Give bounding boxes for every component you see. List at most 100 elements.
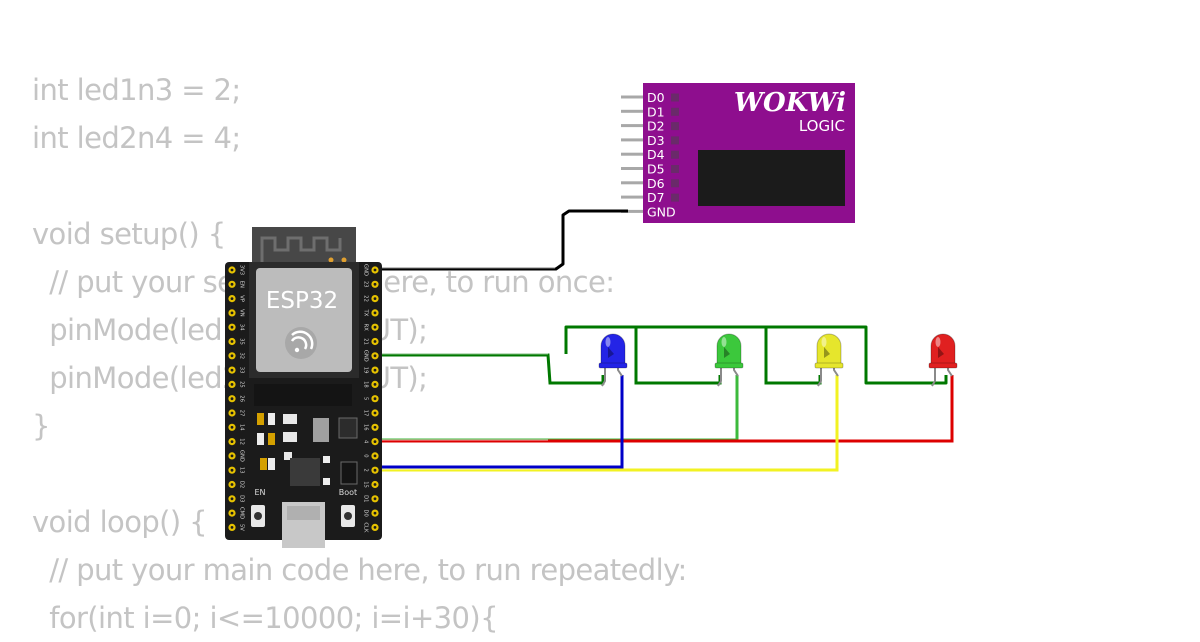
esp32-pin-label: 15 bbox=[363, 481, 369, 488]
esp32-pin-label: CLK bbox=[363, 522, 369, 533]
code-line: for(int i=0; i<=10000; i=i+30){ bbox=[32, 601, 498, 635]
esp32-pin-label: 14 bbox=[239, 424, 245, 431]
analyzer-pin-label: GND bbox=[647, 204, 676, 219]
esp32-pin-label: EN bbox=[239, 281, 245, 288]
analyzer-pin-pad bbox=[671, 179, 679, 188]
antenna-trace bbox=[260, 236, 342, 262]
esp32-pin-label: 5V bbox=[239, 524, 245, 531]
code-line: } bbox=[32, 409, 50, 443]
esp32-pin-label: 25 bbox=[239, 381, 245, 388]
analyzer-pin-leads bbox=[621, 95, 645, 213]
module-can bbox=[256, 268, 352, 372]
analyzer-brand-logo: WOKWi bbox=[734, 88, 846, 118]
esp32-pin-label: GND bbox=[363, 264, 369, 276]
wires bbox=[374, 209, 954, 472]
esp32-pin-label: 19 bbox=[363, 367, 369, 374]
leds bbox=[598, 333, 958, 387]
wire-gnd-green-led3[interactable] bbox=[764, 327, 822, 385]
analyzer-pin-label: D1 bbox=[647, 104, 665, 119]
esp32-pin-label: 3V3 bbox=[239, 265, 245, 275]
boot-button-label: Boot bbox=[339, 488, 357, 497]
esp32-pin-label: 13 bbox=[239, 467, 245, 474]
analyzer-pin-label: D3 bbox=[647, 133, 665, 148]
esp32-pin-label: 27 bbox=[239, 410, 245, 417]
analyzer-pin-pad bbox=[671, 93, 679, 102]
code-line: int led1n3 = 2; bbox=[32, 73, 241, 107]
analyzer-pin-pad bbox=[671, 165, 679, 173]
esp32-pin-label: D3 bbox=[239, 495, 245, 502]
esp32-pin-label: VN bbox=[239, 309, 245, 317]
analyzer-pin-label: D7 bbox=[647, 190, 665, 205]
esp32-pin-label: 12 bbox=[239, 438, 245, 445]
esp32-pin-label: GND bbox=[363, 350, 369, 362]
esp32-pin-label: 23 bbox=[363, 281, 369, 288]
espressif-logo-icon bbox=[285, 327, 317, 359]
led-blue[interactable] bbox=[598, 333, 628, 387]
usb-uart-chip bbox=[290, 458, 320, 486]
esp32-pin-label: CMD bbox=[239, 507, 245, 519]
wire-gnd-black[interactable] bbox=[374, 209, 628, 271]
wire-gnd-green-led2[interactable] bbox=[634, 327, 722, 385]
analyzer-pin-pad bbox=[671, 193, 679, 202]
analyzer-pin-lead[interactable] bbox=[621, 152, 645, 156]
analyzer-pin-lead[interactable] bbox=[621, 124, 645, 128]
led-yellow[interactable] bbox=[814, 333, 844, 387]
en-button-label: EN bbox=[254, 488, 265, 497]
analyzer-pin-label: D5 bbox=[647, 162, 665, 177]
esp32-label: ESP32 bbox=[266, 288, 338, 314]
esp32-pin-label: TX bbox=[363, 309, 369, 317]
analyzer-pin-lead[interactable] bbox=[621, 195, 645, 199]
analyzer-pin-pads bbox=[671, 93, 679, 202]
code-line: int led2n4 = 4; bbox=[32, 121, 241, 155]
analyzer-pin-pad bbox=[671, 122, 679, 131]
esp32-pin-labels: 3V3ENVPVN343532332526271412GND13D2D3CMD5… bbox=[239, 264, 369, 533]
esp32-pin-label: VP bbox=[239, 295, 245, 302]
esp32-pin-label: 0 bbox=[363, 454, 369, 457]
code-line: // put your main code here, to run repea… bbox=[32, 553, 687, 587]
analyzer-pin-lead[interactable] bbox=[621, 209, 645, 213]
led-red[interactable] bbox=[928, 333, 958, 387]
analyzer-pin-label: D4 bbox=[647, 147, 665, 162]
analyzer-pin-lead[interactable] bbox=[621, 138, 645, 142]
code-line: void setup() { bbox=[32, 217, 226, 251]
wire-blue[interactable] bbox=[374, 375, 624, 469]
esp32-pin-headers bbox=[228, 266, 379, 532]
esp32-pin-label: 17 bbox=[363, 410, 369, 417]
esp32-pin-label: 34 bbox=[239, 324, 245, 331]
analyzer-pin-lead[interactable] bbox=[621, 95, 645, 99]
esp32-pin-label: D0 bbox=[363, 509, 369, 516]
esp32-board[interactable]: ESP32 EN Boot 3 bbox=[225, 227, 382, 548]
esp32-pin-label: 4 bbox=[363, 440, 369, 444]
analyzer-pin-label: D0 bbox=[647, 90, 665, 105]
esp32-pin-label: D1 bbox=[363, 495, 369, 502]
analyzer-pin-pad bbox=[671, 136, 679, 145]
esp32-pin-label: 22 bbox=[363, 295, 369, 302]
esp32-pin-label: 18 bbox=[363, 381, 369, 388]
analyzer-pin-lead[interactable] bbox=[621, 109, 645, 113]
analyzer-subtitle: LOGIC bbox=[799, 117, 845, 135]
analyzer-pin-label: D2 bbox=[647, 119, 665, 134]
esp32-pin-label: 16 bbox=[363, 424, 369, 431]
esp32-pin-label: 35 bbox=[239, 338, 245, 345]
analyzer-pin-lead[interactable] bbox=[621, 181, 645, 185]
esp32-pin-label: 33 bbox=[239, 367, 245, 374]
analyzer-pin-label: D6 bbox=[647, 176, 665, 191]
wire-gnd-green-bus[interactable] bbox=[564, 325, 948, 385]
esp32-pin-label: 26 bbox=[239, 395, 245, 402]
led-green[interactable] bbox=[714, 333, 744, 387]
esp32-pin-label: 32 bbox=[239, 352, 245, 359]
wire-led2-green[interactable] bbox=[374, 375, 739, 442]
esp32-pin-label: 21 bbox=[363, 338, 369, 345]
wire-gnd-green-main[interactable] bbox=[374, 353, 605, 385]
code-line: void loop() { bbox=[32, 505, 208, 539]
esp32-pin-label: D2 bbox=[239, 481, 245, 488]
esp32-pin-label: GND bbox=[239, 450, 245, 462]
wire-yellow[interactable] bbox=[374, 375, 839, 472]
esp32-pin-label: 2 bbox=[363, 469, 369, 472]
analyzer-display bbox=[698, 150, 845, 206]
wire-red[interactable] bbox=[374, 375, 954, 443]
analyzer-pin-lead[interactable] bbox=[621, 167, 645, 170]
